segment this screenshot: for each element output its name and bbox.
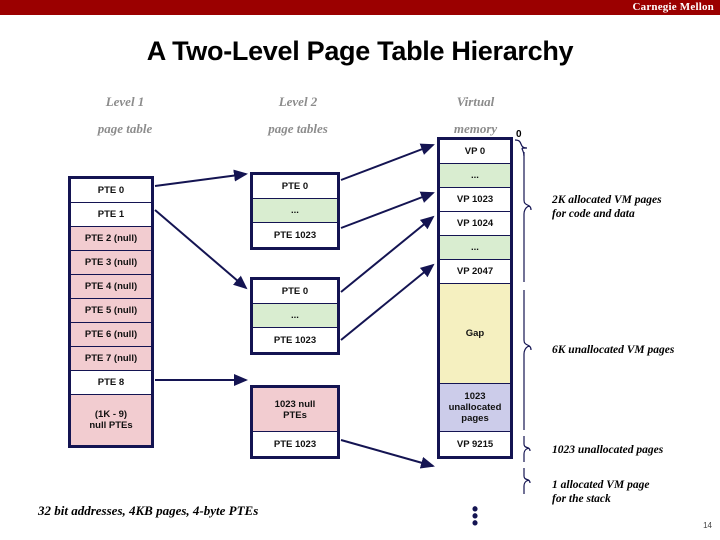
annotation-stack-page: 1 allocated VM page for the stack	[552, 478, 717, 506]
arrow-l2a-pte0-to-vp0	[340, 143, 435, 181]
vm-ellipsis-dot: •	[471, 499, 479, 519]
level2-page-table-0: PTE 0 ... PTE 1023	[250, 172, 340, 250]
level2-null-block: 1023 null PTEs	[253, 388, 337, 432]
brand-banner-label: Carnegie Mellon	[632, 1, 714, 13]
vm-page-row: VP 9215	[440, 432, 510, 456]
brand-banner	[0, 0, 720, 15]
column-header-level2-line1: Level 2	[278, 94, 318, 109]
arrow-l2b-pte0-to-vp1024	[340, 215, 435, 293]
column-header-level2-line2: page tables	[268, 121, 328, 136]
vm-vertical-ellipsis: • • •	[437, 499, 513, 533]
column-header-level2: Level 2 page tables	[228, 88, 368, 142]
level1-pte-row: PTE 7 (null)	[71, 347, 151, 371]
vm-page-row: VP 2047	[440, 260, 510, 284]
arrow-l1pte1-to-l2table1	[154, 209, 248, 290]
level1-pte-row: PTE 4 (null)	[71, 275, 151, 299]
column-header-level1-line2: page table	[97, 121, 153, 136]
level1-pte-row: PTE 3 (null)	[71, 251, 151, 275]
vm-unallocated-block: 1023 unallocated pages	[440, 384, 510, 432]
level2-pte-row: PTE 1023	[253, 223, 337, 247]
level1-pte-row: PTE 8	[71, 371, 151, 395]
arrow-l2b-pte1023-to-vp2047	[340, 263, 435, 341]
level1-pte-row: PTE 2 (null)	[71, 227, 151, 251]
annotation-2k-line2: for code and data	[552, 208, 635, 220]
level1-null-block-line1: (1K - 9)	[94, 409, 128, 420]
vm-ellipsis-row: ...	[440, 164, 510, 188]
level1-pte-row: PTE 0	[71, 179, 151, 203]
footer-note: 32 bit addresses, 4KB pages, 4-byte PTEs	[38, 503, 259, 518]
level2-ellipsis-row: ...	[253, 199, 337, 223]
level1-pte-row: PTE 6 (null)	[71, 323, 151, 347]
vm-page-row: VP 1024	[440, 212, 510, 236]
vm-zero-address-label: 0	[516, 129, 522, 140]
level1-null-block: (1K - 9) null PTEs	[71, 395, 151, 445]
vm-ellipsis-dot: •	[471, 506, 479, 526]
annotation-6k-unallocated: 6K unallocated VM pages	[552, 344, 675, 356]
vm-ellipsis-dot: •	[471, 513, 479, 533]
level1-pte-row: PTE 5 (null)	[71, 299, 151, 323]
arrow-l1pte0-to-l2table0	[154, 169, 248, 187]
column-header-level1-line1: Level 1	[105, 94, 145, 109]
level2-page-table-2: 1023 null PTEs PTE 1023	[250, 385, 340, 459]
level1-null-block-line2: null PTEs	[89, 420, 133, 431]
vm-unallocated-line2: unallocated	[448, 402, 502, 413]
level1-pte-row: PTE 1	[71, 203, 151, 227]
level2-page-table-1: PTE 0 ... PTE 1023	[250, 277, 340, 355]
level2-pte-row: PTE 0	[253, 175, 337, 199]
column-header-virtual-line1: Virtual	[456, 94, 495, 109]
zero-tick-curve	[514, 139, 528, 157]
annotation-2k-line1: 2K allocated VM pages	[552, 194, 662, 206]
level1-page-table: PTE 0 PTE 1 PTE 2 (null) PTE 3 (null) PT…	[68, 176, 154, 448]
brace-6k-unallocated	[523, 290, 532, 430]
vm-page-row: VP 0	[440, 140, 510, 164]
brace-2k-allocated	[523, 152, 532, 282]
vm-page-row: VP 1023	[440, 188, 510, 212]
arrow-l2c-pte1023-to-vp9215	[340, 439, 435, 469]
level2-pte-row: PTE 1023	[253, 432, 337, 456]
annotation-1023-unallocated: 1023 unallocated pages	[552, 444, 664, 456]
vm-unallocated-line3: pages	[461, 413, 489, 424]
brace-stack-page	[523, 468, 531, 494]
brace-1023-unallocated	[523, 436, 531, 462]
level2-pte-row: PTE 1023	[253, 328, 337, 352]
annotation-stack-line2: for the stack	[552, 493, 611, 505]
column-header-level1: Level 1 page table	[55, 88, 195, 142]
level2-null-block-line2: PTEs	[283, 409, 307, 421]
vm-ellipsis-row: ...	[440, 236, 510, 260]
annotation-stack-line1: 1 allocated VM page	[552, 479, 650, 491]
virtual-memory-table: VP 0 ... VP 1023 VP 1024 ... VP 2047 Gap…	[437, 137, 513, 459]
level2-ellipsis-row: ...	[253, 304, 337, 328]
page-title: A Two-Level Page Table Hierarchy	[146, 36, 574, 66]
page-number: 14	[703, 521, 712, 530]
column-header-virtual-line2: memory	[453, 121, 498, 136]
arrow-l2a-pte1023-to-vp1023	[340, 191, 435, 229]
level2-null-block-line1: 1023 null	[274, 398, 316, 410]
level2-pte-row: PTE 0	[253, 280, 337, 304]
vm-unallocated-line1: 1023	[464, 391, 486, 402]
column-header-virtual-memory: Virtual memory	[408, 88, 543, 142]
vm-gap-block: Gap	[440, 284, 510, 384]
annotation-2k-allocated: 2K allocated VM pages for code and data	[552, 193, 717, 221]
